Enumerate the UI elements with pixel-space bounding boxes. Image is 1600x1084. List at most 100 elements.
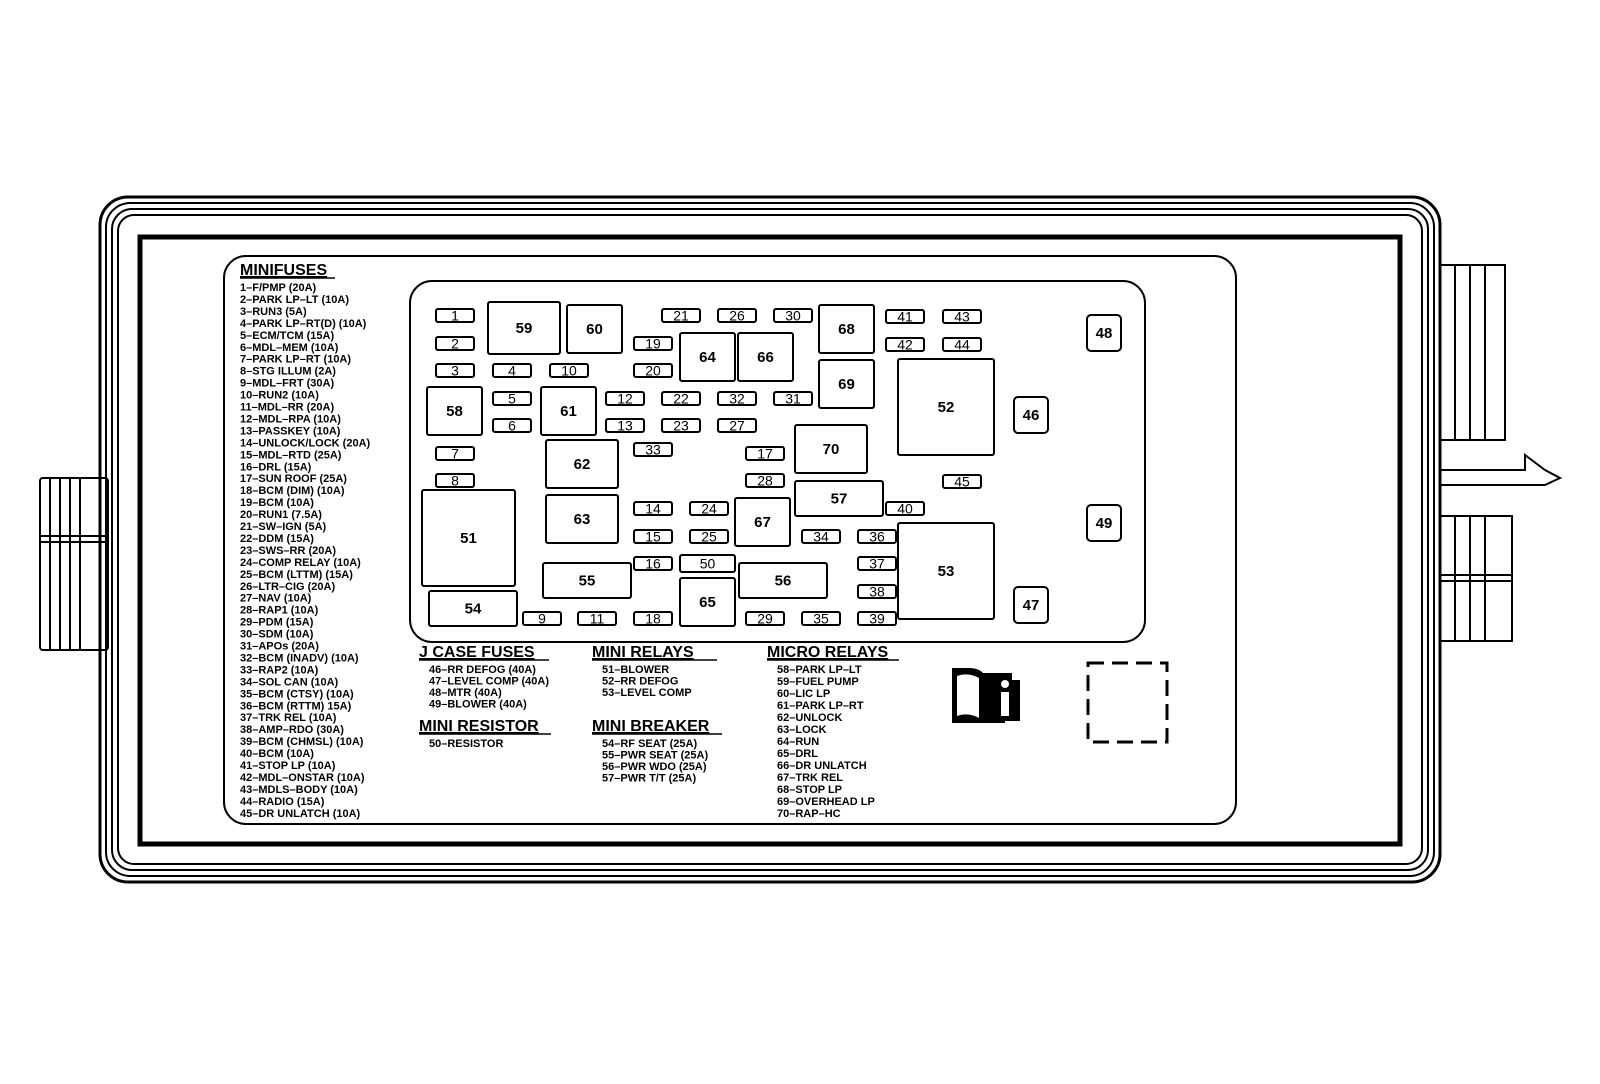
right-connector-bottom [1439,515,1513,642]
slot-55 [542,562,632,599]
breaker-item: 56–PWR WDO (25A) [602,761,707,773]
slot-45 [942,474,982,489]
slot-41 [885,309,925,324]
slot-28 [745,473,785,488]
minifuses-item: 43–MDLS–BODY (10A) [240,784,358,796]
slot-label-61: 61 [560,403,577,420]
slot-label-26: 26 [729,308,745,324]
slot-label-15: 15 [645,529,661,545]
slot-65 [679,577,736,627]
slot-54 [428,590,518,627]
minifuses-item: 29–PDM (15A) [240,617,314,629]
minifuses-item: 27–NAV (10A) [240,593,312,605]
slot-label-48: 48 [1096,325,1113,342]
slot-53 [897,522,995,620]
slot-29 [745,611,785,626]
slot-64 [679,332,736,382]
slot-11 [577,611,617,626]
micro-item: 61–PARK LP–RT [777,700,864,712]
minifuses-item: 39–BCM (CHMSL) (10A) [240,736,364,748]
slot-label-27: 27 [729,418,745,434]
slot-label-19: 19 [645,336,661,352]
slot-61 [540,386,597,436]
slot-8 [435,473,475,488]
slot-40 [885,501,925,516]
minifuses-item: 8–STG ILLUM (2A) [240,366,336,378]
left-connector [39,477,109,651]
jcase-item: 46–RR DEFOG (40A) [429,664,536,676]
slot-33 [633,442,673,457]
slot-label-56: 56 [775,573,792,590]
slot-32 [717,391,757,406]
slot-label-16: 16 [645,556,661,572]
minifuses-item: 24–COMP RELAY (10A) [240,557,361,569]
slot-label-42: 42 [897,337,913,353]
slot-42 [885,337,925,352]
slot-label-32: 32 [729,391,745,407]
slot-35 [801,611,841,626]
slot-label-45: 45 [954,474,970,490]
micro-item: 69–OVERHEAD LP [777,796,875,808]
minifuses-item: 17–SUN ROOF (25A) [240,473,347,485]
slot-59 [487,301,561,355]
slot-7 [435,446,475,461]
slot-70 [794,424,868,474]
fuse-panel [409,280,1146,643]
slot-label-46: 46 [1023,407,1040,424]
micro-item: 65–DRL [777,748,818,760]
slot-44 [942,337,982,352]
slot-3 [435,363,475,378]
slot-label-59: 59 [516,320,533,337]
slot-label-41: 41 [897,309,913,325]
minifuses-item: 21–SW–IGN (5A) [240,521,327,533]
slot-1 [435,308,475,323]
slot-label-8: 8 [451,473,459,489]
slot-43 [942,309,982,324]
micro-item: 68–STOP LP [777,784,842,796]
minifuses-item: 1–F/PMP (20A) [240,282,317,294]
slot-label-57: 57 [831,491,848,508]
slot-23 [661,418,701,433]
slot-label-54: 54 [465,601,482,618]
slot-27 [717,418,757,433]
slot-22 [661,391,701,406]
slot-label-11: 11 [590,611,605,627]
relays-item: 53–LEVEL COMP [602,687,692,699]
minifuses-item: 2–PARK LP–LT (10A) [240,294,349,306]
minifuses-item: 42–MDL–ONSTAR (10A) [240,772,365,784]
micro-item: 63–LOCK [777,724,827,736]
right-connector-top [1439,264,1506,441]
slot-label-49: 49 [1096,515,1113,532]
slot-48 [1086,314,1122,352]
slot-label-62: 62 [574,456,591,473]
slot-15 [633,529,673,544]
slot-37 [857,556,897,571]
minifuses-heading: MINIFUSES [240,262,327,279]
slot-2 [435,336,475,351]
micro-item: 70–RAP–HC [777,808,841,820]
minifuses-item: 38–AMP–RDO (30A) [240,724,344,736]
slot-label-50: 50 [700,556,716,572]
micro-item: 58–PARK LP–LT [777,664,862,676]
slot-label-12: 12 [617,391,633,407]
minifuses-item: 15–MDL–RTD (25A) [240,449,342,461]
minifuses-item: 5–ECM/TCM (15A) [240,330,334,342]
slot-10 [549,363,589,378]
jcase-item: 47–LEVEL COMP (40A) [429,676,549,688]
slot-13 [605,418,645,433]
slot-52 [897,358,995,456]
slot-25 [689,529,729,544]
slot-label-29: 29 [757,611,773,627]
micro-item: 62–UNLOCK [777,712,842,724]
resistor-item: 50–RESISTOR [429,738,503,750]
slot-label-10: 10 [561,363,577,379]
minifuses-item: 45–DR UNLATCH (10A) [240,808,361,820]
slot-label-64: 64 [699,349,716,366]
slot-label-1: 1 [451,308,459,324]
label-panel [223,255,1237,825]
slot-26 [717,308,757,323]
micro-heading: MICRO RELAYS [767,644,889,661]
slot-67 [734,497,791,547]
slot-label-40: 40 [897,501,913,517]
